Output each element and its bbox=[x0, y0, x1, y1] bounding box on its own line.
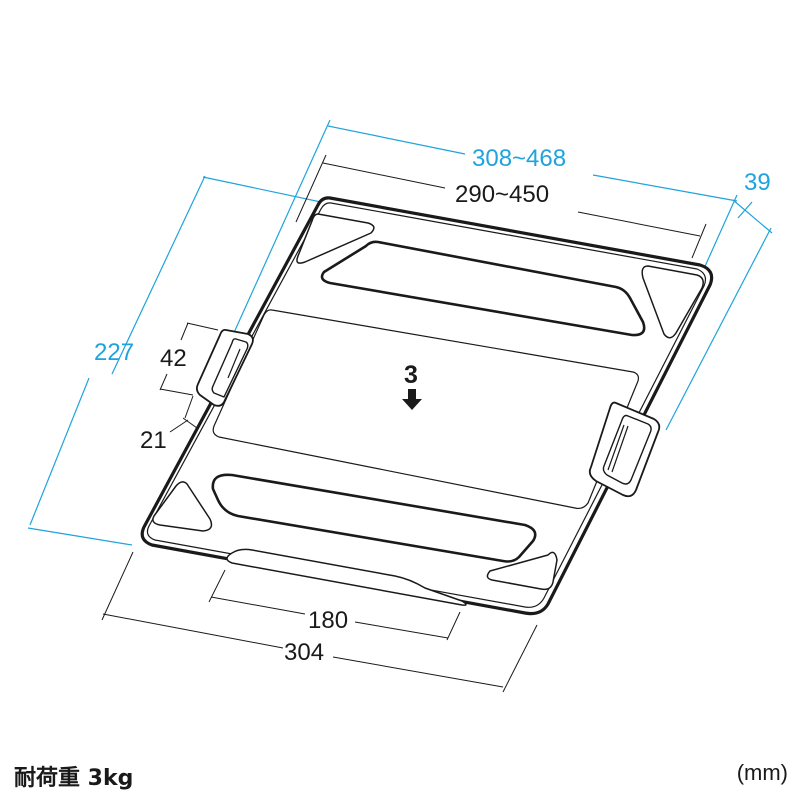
clamp-right bbox=[588, 401, 661, 498]
clamp-height-label: 42 bbox=[160, 345, 187, 372]
bottom-width-label: 304 bbox=[284, 639, 324, 666]
lip-width-label: 180 bbox=[308, 607, 348, 634]
front-lip bbox=[226, 548, 467, 606]
load-capacity-caption: 耐荷重 3kg bbox=[14, 766, 134, 791]
height-label: 227 bbox=[94, 339, 134, 366]
holder-plate bbox=[140, 196, 714, 616]
depth-label: 39 bbox=[744, 169, 771, 196]
cutout-triangle-bottom-right bbox=[486, 551, 558, 591]
inner-width-label: 290~450 bbox=[455, 181, 549, 208]
clamp-left bbox=[195, 328, 254, 407]
center-panel bbox=[212, 309, 640, 510]
outer-dimension-lines bbox=[27, 119, 773, 546]
clamp-offset-label: 21 bbox=[140, 427, 167, 454]
inner-dimension-lines bbox=[101, 154, 707, 693]
cutout-triangle-top-left bbox=[296, 213, 375, 264]
load-value: 3 bbox=[404, 361, 418, 389]
unit-caption: (mm) bbox=[736, 760, 788, 785]
arrow-down-icon bbox=[402, 389, 422, 410]
slot-bottom bbox=[211, 473, 537, 563]
cutout-triangle-bottom-left bbox=[152, 481, 213, 532]
slot-top bbox=[320, 240, 646, 337]
cutout-triangle-top-right bbox=[641, 265, 704, 339]
outer-width-label: 308~468 bbox=[472, 145, 566, 172]
